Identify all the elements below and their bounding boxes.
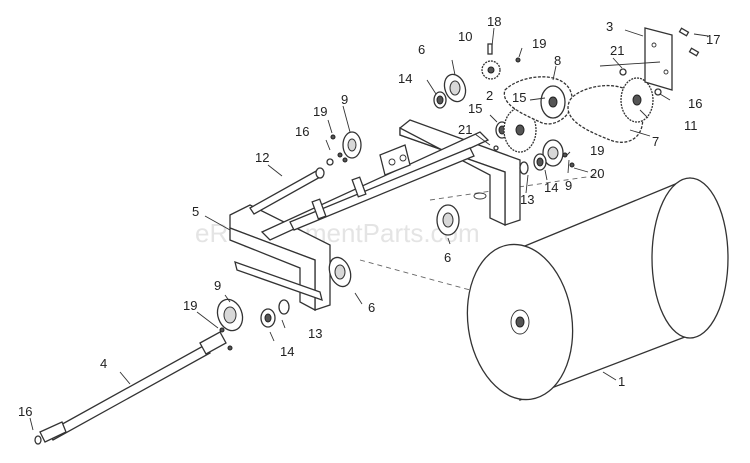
callout-19-left: 19 [183, 298, 197, 313]
leader-lines [29, 27, 709, 431]
callout-13-right: 13 [520, 192, 534, 207]
callout-7: 7 [652, 134, 659, 149]
callout-11: 11 [684, 118, 698, 133]
callout-1: 1 [618, 374, 625, 389]
sprocket-11 [620, 77, 654, 123]
callout-19-upper: 19 [313, 104, 327, 119]
washer-13-left [278, 299, 290, 315]
callout-13-left: 13 [308, 326, 322, 341]
bearing-14-left [260, 308, 276, 328]
chain-8 [503, 76, 573, 125]
sprocket-10 [481, 60, 501, 80]
callout-14-right: 14 [544, 180, 558, 195]
callout-labels: 1 2 3 4 5 6 6 6 7 8 9 9 9 10 11 12 13 13… [18, 14, 720, 419]
callout-20: 20 [590, 166, 604, 181]
callout-19-top: 19 [532, 36, 546, 51]
callout-14-top: 14 [398, 71, 412, 86]
sprocket-2 [503, 107, 537, 153]
callout-21-frame: 21 [458, 122, 472, 137]
bearing-flange-9-upper [342, 131, 362, 159]
callout-16-right: 16 [688, 96, 702, 111]
callout-9-upper: 9 [341, 92, 348, 107]
callout-19-right: 19 [590, 143, 604, 158]
callout-10: 10 [458, 29, 472, 44]
roller-drum [359, 174, 729, 401]
washer-13-right [519, 161, 529, 175]
callout-6-mid: 6 [444, 250, 451, 265]
main-frame [229, 119, 521, 312]
bearing-14-right [533, 153, 547, 171]
bearing-flange-9-right [542, 139, 564, 167]
callout-3: 3 [606, 19, 613, 34]
callout-18: 18 [487, 14, 501, 29]
axle-4 [34, 331, 227, 445]
callout-16-lower: 16 [18, 404, 32, 419]
hardware-bits [219, 27, 700, 351]
plate-3 [599, 27, 673, 91]
callout-16-upper: 16 [295, 124, 309, 139]
callout-15-left: 15 [468, 101, 482, 116]
callout-12: 12 [255, 150, 269, 165]
bearing-flange-9-left [216, 298, 244, 332]
callout-15-right: 15 [512, 90, 526, 105]
callout-6-top: 6 [418, 42, 425, 57]
callout-21-top: 21 [610, 43, 624, 58]
callout-5: 5 [192, 204, 199, 219]
callout-4: 4 [100, 356, 107, 371]
callout-14-left: 14 [280, 344, 294, 359]
callout-9-left: 9 [214, 278, 221, 293]
callout-2: 2 [486, 88, 493, 103]
flange-6-mid [436, 204, 460, 236]
callout-6-low: 6 [368, 300, 375, 315]
shaft-12 [249, 167, 325, 215]
bearing-14-top [433, 91, 447, 109]
flange-6-top [443, 73, 467, 103]
callout-17: 17 [706, 32, 720, 47]
callout-8: 8 [554, 53, 561, 68]
flange-6-lower [328, 256, 352, 288]
callout-9-right: 9 [565, 178, 572, 193]
